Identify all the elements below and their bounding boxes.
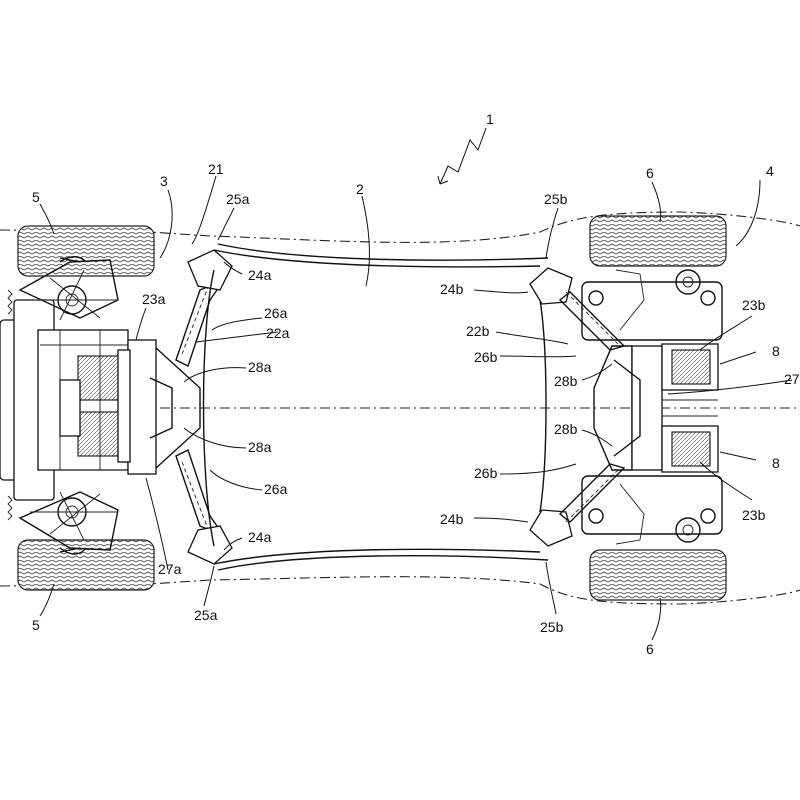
label-23b-bottom: 23b <box>742 507 766 523</box>
label-26b-top: 26b <box>474 349 498 365</box>
label-24a-top: 24a <box>248 267 272 283</box>
label-26a-bottom: 26a <box>264 481 288 497</box>
label-25a-bottom: 25a <box>194 607 218 623</box>
label-28b-top: 28b <box>554 373 578 389</box>
rear-crossmember <box>593 345 663 471</box>
central-passenger-cell <box>202 243 549 571</box>
label-6-bottom: 6 <box>646 641 654 657</box>
label-28a-bottom: 28a <box>248 439 272 455</box>
label-4: 4 <box>766 163 774 179</box>
rear-struts <box>529 267 626 547</box>
label-25b-bottom: 25b <box>540 619 564 635</box>
front-crossmember <box>117 339 201 475</box>
leader-lines <box>39 127 793 641</box>
front-struts <box>175 249 233 565</box>
label-25a-top: 25a <box>226 191 250 207</box>
reference-labels: 1 2 3 4 5 5 6 6 8 8 21 22a 22b 23a 23b 2… <box>32 111 800 657</box>
rear-axle-assembly <box>581 215 727 601</box>
label-26b-bottom: 26b <box>474 465 498 481</box>
label-2: 2 <box>356 181 364 197</box>
label-22a: 22a <box>266 325 290 341</box>
label-28a-top: 28a <box>248 359 272 375</box>
label-24a-bottom: 24a <box>248 529 272 545</box>
label-5-top: 5 <box>32 189 40 205</box>
label-24b-bottom: 24b <box>440 511 464 527</box>
rear-wheel-top <box>589 215 727 267</box>
label-25b-top: 25b <box>544 191 568 207</box>
label-5-bottom: 5 <box>32 617 40 633</box>
label-26a-top: 26a <box>264 305 288 321</box>
label-24b-top: 24b <box>440 281 464 297</box>
label-6-top: 6 <box>646 165 654 181</box>
label-23b-top: 23b <box>742 297 766 313</box>
label-27a: 27a <box>158 561 182 577</box>
vehicle-body-outline <box>0 211 800 605</box>
front-wheel-top <box>17 225 155 277</box>
label-23a: 23a <box>142 291 166 307</box>
label-27b: 27 <box>784 371 800 387</box>
front-wheel-bottom <box>17 539 155 591</box>
label-22b: 22b <box>466 323 490 339</box>
label-21: 21 <box>208 161 224 177</box>
rear-wheel-bottom <box>589 549 727 601</box>
label-1: 1 <box>486 111 494 127</box>
label-8-top: 8 <box>772 343 780 359</box>
label-28b-bottom: 28b <box>554 421 578 437</box>
label-8-bottom: 8 <box>772 455 780 471</box>
label-3: 3 <box>160 173 168 189</box>
